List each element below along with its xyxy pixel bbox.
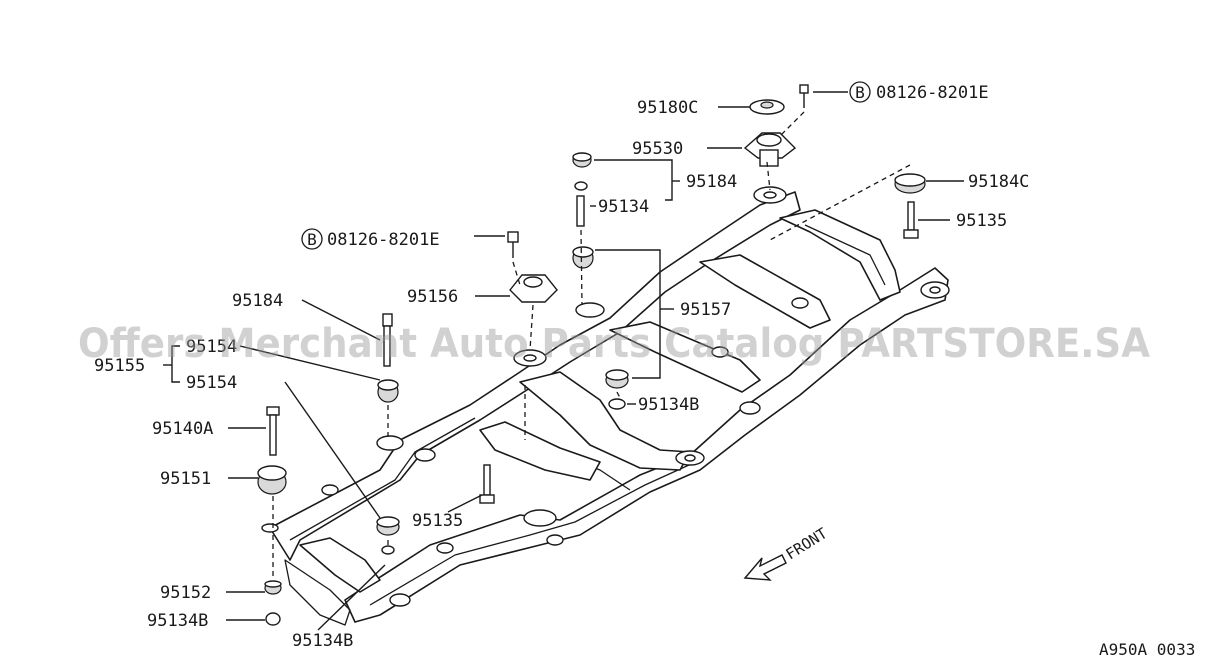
label-95134b-mid: 95134B [638, 395, 699, 415]
watermark-text: Offers Merchant Auto Parts Catalog PARTS… [78, 321, 1150, 367]
part-labels: 95180C 08126-8201E 95530 95184 95134 951… [94, 83, 1029, 651]
label-95156: 95156 [407, 287, 458, 307]
front-label: FRONT [783, 524, 831, 563]
label-bolt-code-top: 08126-8201E [876, 83, 989, 103]
diagram-code: A950A 0033 [1099, 640, 1195, 659]
label-95135-right: 95135 [956, 211, 1007, 231]
label-95151: 95151 [160, 469, 211, 489]
label-95134b-bottom: 95134B [147, 611, 208, 631]
label-95155: 95155 [94, 356, 145, 376]
bolt-marker-top-letter: B [855, 83, 865, 102]
label-95184-left: 95184 [232, 291, 283, 311]
label-95157: 95157 [680, 300, 731, 320]
label-95154-b: 95154 [186, 373, 237, 393]
label-95530: 95530 [632, 139, 683, 159]
bolt-marker-left: B [301, 228, 323, 250]
chassis-frame [261, 186, 950, 626]
label-95152: 95152 [160, 583, 211, 603]
label-95134-top: 95134 [598, 197, 649, 217]
label-95140a: 95140A [152, 419, 213, 439]
label-95134b-frame: 95134B [292, 631, 353, 651]
label-95184-top: 95184 [686, 172, 737, 192]
label-95180c: 95180C [637, 98, 698, 118]
label-95154-a: 95154 [186, 337, 237, 357]
label-bolt-code-left: 08126-8201E [327, 230, 440, 250]
bolt-marker-left-letter: B [307, 230, 317, 249]
mount-parts [257, 84, 926, 626]
front-direction-arrow: FRONT [743, 524, 831, 581]
label-95184c: 95184C [968, 172, 1029, 192]
bolt-marker-top: B [849, 81, 871, 103]
leader-lines [163, 91, 964, 631]
alignment-lines [272, 111, 911, 578]
label-95135-mid: 95135 [412, 511, 463, 531]
